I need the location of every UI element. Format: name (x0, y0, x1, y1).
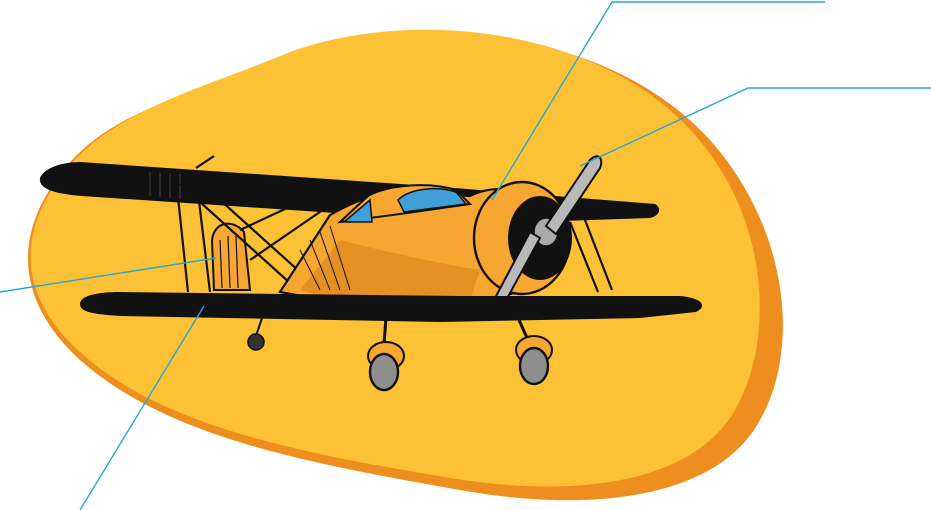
tail-section (212, 224, 250, 290)
engine-cowling (474, 182, 572, 294)
wheel-left-tire (370, 354, 398, 390)
wheel-right-tire (520, 348, 548, 384)
gear-leg-left (384, 318, 386, 344)
tail-wheel (248, 334, 264, 350)
rudder (212, 224, 250, 290)
